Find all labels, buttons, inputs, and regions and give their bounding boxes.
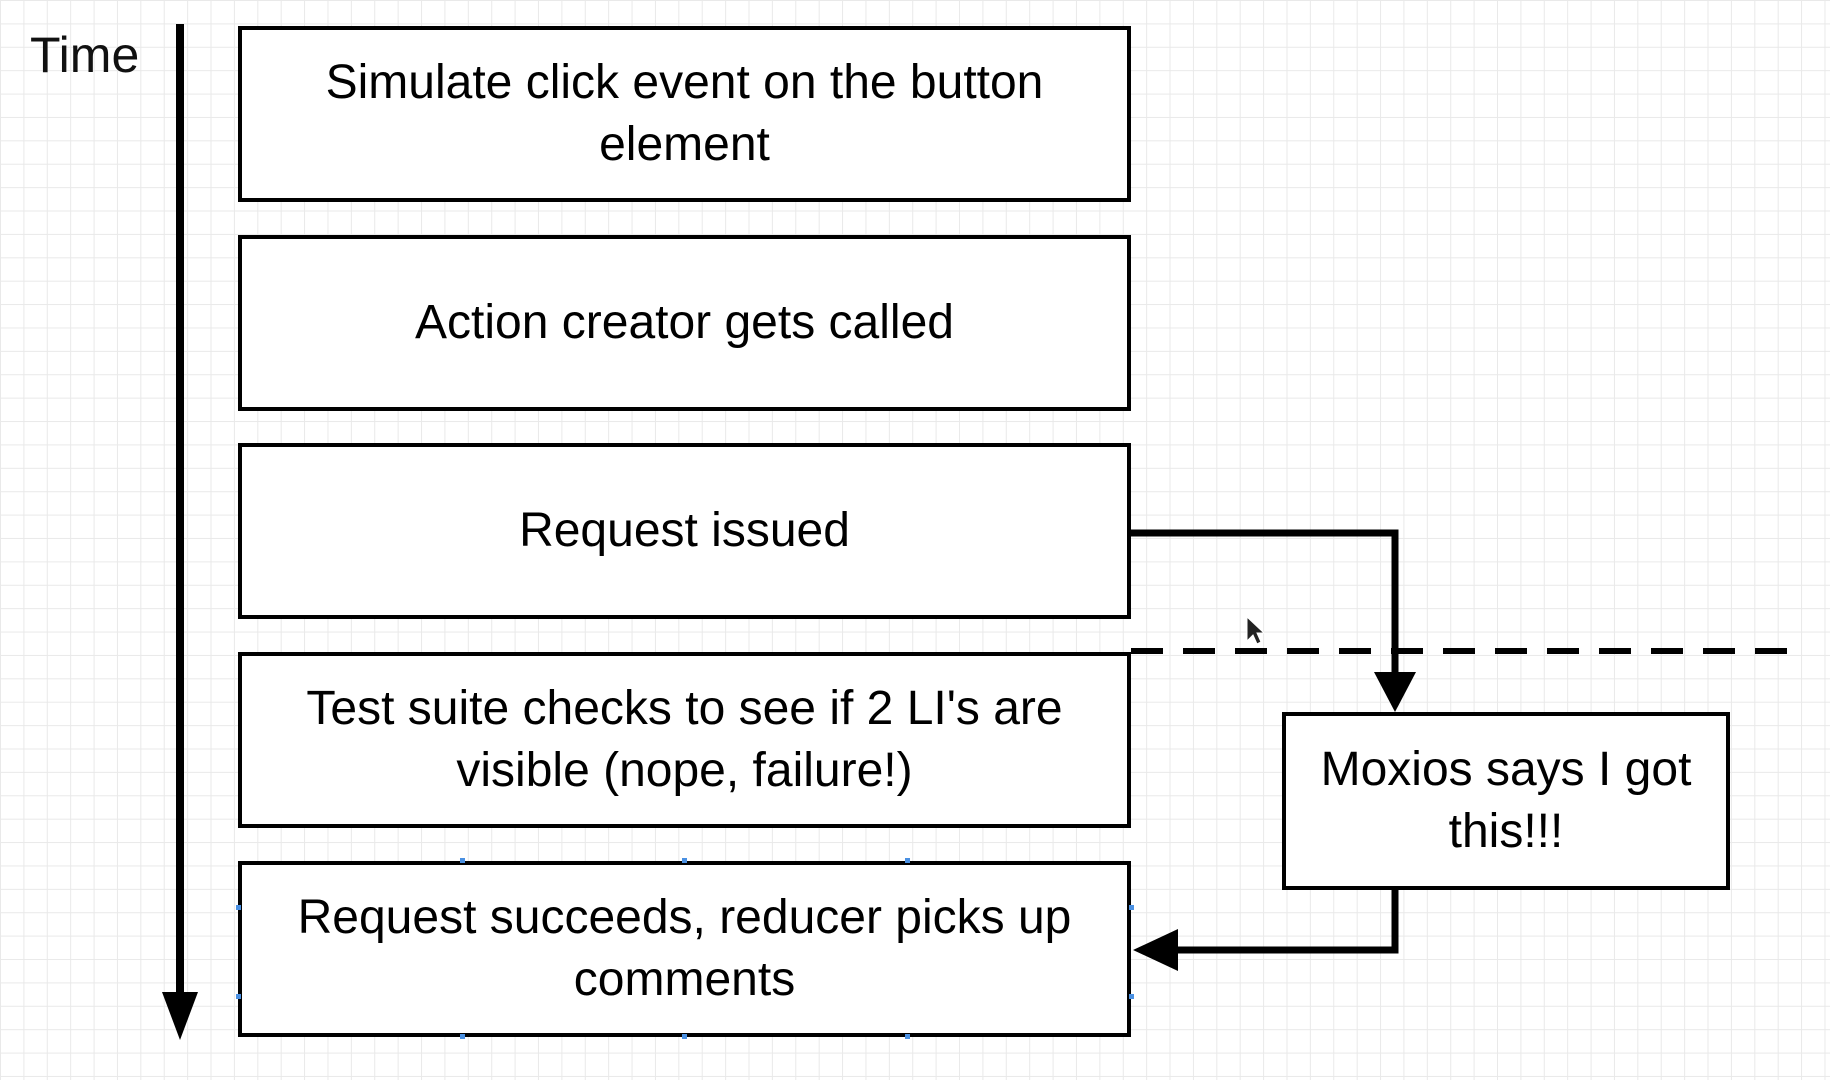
- step-request-issued[interactable]: Request issued: [238, 443, 1131, 619]
- step-simulate-click[interactable]: Simulate click event on the button eleme…: [238, 26, 1131, 202]
- step-action-creator-label: Action creator gets called: [415, 295, 954, 349]
- step-request-succeeds-label: Request succeeds, reducer picks up comme…: [297, 890, 1072, 1006]
- moxios-to-success-arrowhead: [1133, 929, 1178, 971]
- selection-handle[interactable]: [682, 858, 687, 863]
- time-axis-arrowhead: [162, 992, 198, 1040]
- time-axis-label: Time: [30, 27, 140, 83]
- selection-handle[interactable]: [682, 1034, 687, 1039]
- moxios-box-label: Moxios says I got this!!!: [1320, 742, 1692, 858]
- request-to-moxios-arrowhead: [1374, 672, 1416, 712]
- mouse-cursor-icon: [1246, 615, 1266, 645]
- step-test-suite-check-label: Test suite checks to see if 2 LI's are v…: [306, 681, 1063, 797]
- selection-handle[interactable]: [905, 858, 910, 863]
- selection-handle[interactable]: [236, 905, 241, 910]
- step-simulate-click-label: Simulate click event on the button eleme…: [325, 55, 1044, 171]
- selection-handle[interactable]: [1129, 905, 1134, 910]
- step-request-succeeds[interactable]: Request succeeds, reducer picks up comme…: [238, 861, 1131, 1037]
- moxios-to-success-connector: [1170, 890, 1399, 954]
- step-request-issued-label: Request issued: [519, 503, 850, 557]
- step-action-creator[interactable]: Action creator gets called: [238, 235, 1131, 411]
- moxios-box[interactable]: Moxios says I got this!!!: [1282, 712, 1730, 890]
- step-test-suite-check[interactable]: Test suite checks to see if 2 LI's are v…: [238, 652, 1131, 828]
- request-to-moxios-connector: [1131, 529, 1399, 680]
- selection-handle[interactable]: [905, 1034, 910, 1039]
- selection-handle[interactable]: [1129, 994, 1134, 999]
- selection-handle[interactable]: [460, 1034, 465, 1039]
- selection-handle[interactable]: [236, 994, 241, 999]
- selection-handle[interactable]: [460, 858, 465, 863]
